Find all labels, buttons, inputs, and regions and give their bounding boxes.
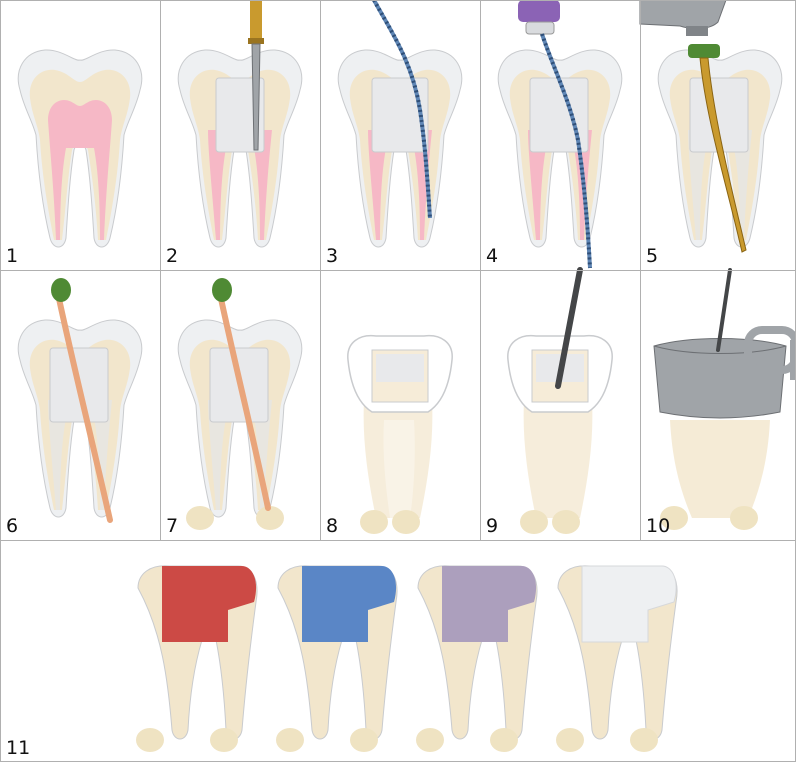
panel-number-3: 3: [326, 245, 338, 267]
panel-8: 8: [326, 334, 453, 537]
panel-number-7: 7: [166, 515, 178, 537]
panel-10: 10: [646, 268, 796, 537]
panel-number-4: 4: [486, 245, 498, 267]
tooth-icon: [177, 49, 303, 248]
panel-number-8: 8: [326, 515, 338, 537]
restored-tooth-natural: [556, 565, 678, 752]
restored-tooth-lilac: [416, 565, 538, 752]
panel-3: 3: [326, 0, 463, 267]
panel-11: 11: [6, 565, 678, 759]
tooth-icon: [17, 49, 143, 248]
panel-number-11: 11: [6, 737, 30, 759]
panel-9: 9: [486, 267, 613, 537]
panel-2: 2: [166, 0, 303, 267]
panel-number-9: 9: [486, 515, 498, 537]
panel-5: 5: [639, 0, 783, 267]
panel-number-10: 10: [646, 515, 670, 537]
gutta-percha-point-icon: [212, 278, 271, 511]
handpiece-icon: [639, 0, 727, 36]
drill-bur-icon: [248, 0, 264, 151]
tooth-icon: [337, 49, 463, 248]
panel-4: 4: [486, 0, 623, 269]
panel-number-2: 2: [166, 245, 178, 267]
panel-1: 1: [6, 49, 143, 267]
hand-file-icon: [540, 33, 592, 269]
gutta-percha-point-icon: [51, 278, 113, 523]
plugger-icon: [555, 267, 583, 389]
file-handle-icon: [518, 0, 560, 35]
tooth-icon: [347, 334, 453, 534]
rotary-file-icon: [688, 44, 747, 253]
restored-tooth-blue: [276, 565, 398, 752]
panel-6: 6: [6, 278, 143, 537]
panel-7: 7: [166, 278, 303, 537]
panel-number-1: 1: [6, 245, 18, 267]
matrix-band-icon: [653, 326, 796, 419]
tooth-icon: [657, 49, 783, 248]
panel-number-6: 6: [6, 515, 18, 537]
panel-number-5: 5: [646, 245, 658, 267]
tooth-icon: [17, 319, 143, 518]
restored-tooth-red: [136, 565, 258, 752]
plugger-icon: [716, 268, 732, 352]
hand-file-icon: [372, 0, 432, 219]
tooth-icon: [177, 319, 303, 530]
tooth-icon: [660, 420, 770, 530]
